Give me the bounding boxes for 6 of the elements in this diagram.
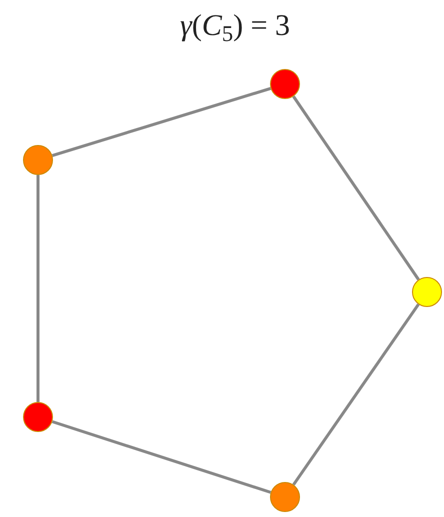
edge-line [52,86,272,158]
edge-line [36,175,40,402]
edge-line [52,420,272,494]
edge-line [292,303,420,486]
edge-line [292,96,420,280]
title: γ(C$_{5}$) = 3 [178,8,291,44]
